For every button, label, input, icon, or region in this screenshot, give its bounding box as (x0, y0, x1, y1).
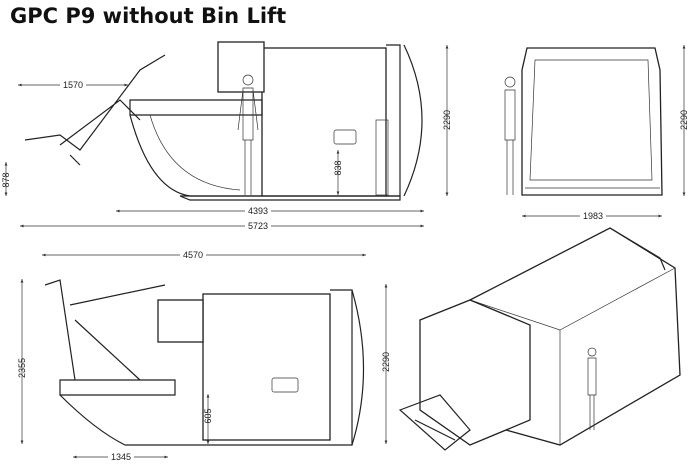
iso-lift-arm (398, 394, 471, 451)
dim-arm-height: 878 (1, 172, 11, 187)
container-body (261, 47, 387, 197)
lift-arm (24, 54, 166, 166)
tailgate-frame-bottom (330, 289, 353, 446)
dim-overall-length: 5723 (248, 221, 268, 231)
dim-sill-height: 605 (203, 408, 213, 423)
light-panel (333, 129, 357, 145)
iso-hopper (419, 299, 531, 446)
dim-front-width: 1983 (583, 211, 603, 221)
dim-bottom-overall-height: 2355 (17, 358, 27, 378)
tailgate-arc-bottom (351, 289, 365, 446)
human-figure-front (504, 76, 516, 195)
dim-arm-reach: 1570 (63, 80, 83, 90)
side-view-top: 1570 878 838 2290 4393 5723 (1, 41, 452, 231)
dim-bottom-overall-length: 4570 (183, 250, 203, 260)
dim-height: 2290 (442, 110, 452, 130)
dim-front-height: 2290 (679, 110, 689, 130)
dim-step-height: 838 (333, 160, 343, 175)
rear-step (375, 119, 389, 196)
hopper-wheel (149, 114, 241, 191)
tailgate-arc (403, 44, 423, 197)
hopper-scoop (129, 114, 262, 197)
control-box (217, 41, 265, 93)
packer-arm-bottom (44, 279, 166, 381)
front-view: 2290 1983 (504, 45, 689, 221)
dim-bottom-body-height: 2290 (381, 352, 391, 372)
side-view-bottom: 4570 2355 2290 605 1345 (17, 250, 391, 462)
hopper-beam (129, 99, 263, 116)
human-figure (237, 74, 259, 195)
container-body-bottom (202, 293, 331, 441)
human-figure-iso (587, 347, 597, 430)
hopper-beam-bottom (59, 379, 176, 396)
chassis-rail (179, 195, 401, 201)
isometric-view (398, 227, 681, 451)
front-body (521, 47, 663, 196)
control-box-bottom (157, 299, 204, 343)
iso-tailgate-top (609, 227, 666, 271)
hopper-scoop-bottom (59, 394, 330, 446)
drawing-title: GPC P9 without Bin Lift (10, 4, 287, 28)
dim-body-length: 4393 (248, 206, 268, 216)
dim-hopper-length: 1345 (111, 452, 131, 462)
